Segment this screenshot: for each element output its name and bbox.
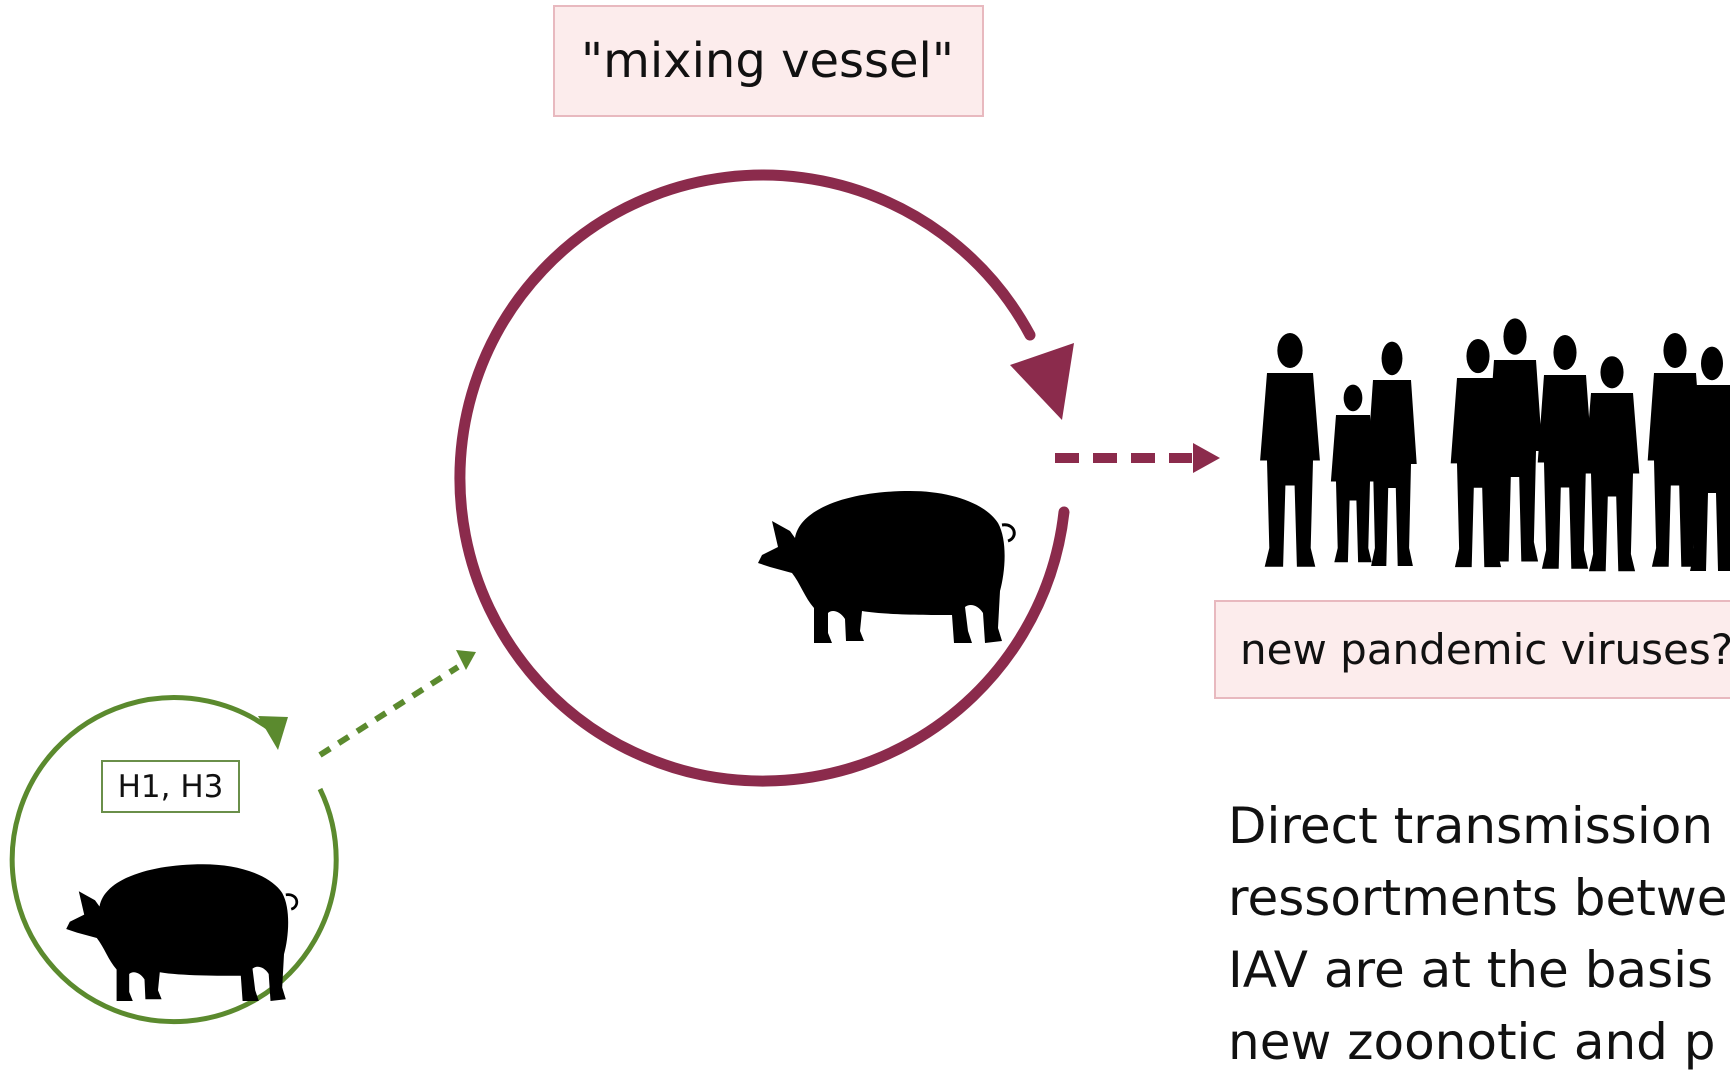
swine-cycle-arrowhead-icon: [258, 716, 288, 750]
pig-silhouette-icon: [64, 862, 299, 1003]
swine-cycle-arc: [9, 695, 339, 1025]
swine-subtypes-label: H1, H3: [101, 760, 240, 813]
swine-to-vessel-dashed-arrow: [318, 664, 460, 758]
pig-silhouette-icon: [756, 489, 1016, 645]
transmission-arrowhead-icon: [1193, 443, 1220, 473]
description-line: Direct transmission: [1228, 797, 1714, 855]
swine-to-vessel-arrowhead-icon: [456, 650, 476, 670]
pandemic-viruses-label: new pandemic viruses?: [1214, 600, 1730, 699]
description-line: ressortments betwe: [1228, 869, 1728, 927]
description-line: IAV are at the basis: [1228, 941, 1714, 999]
description-line: new zoonotic and p: [1228, 1013, 1716, 1071]
mixing-cycle-arc: [454, 169, 1070, 787]
diagram-canvas: [9, 169, 1730, 1025]
mixing-vessel-label: "mixing vessel": [553, 5, 984, 117]
description-text: Direct transmission ressortments betwe I…: [1228, 790, 1730, 1078]
human-crowd-silhouette-icon: [1260, 318, 1730, 572]
mixing-cycle-arrowhead-icon: [1010, 343, 1074, 420]
